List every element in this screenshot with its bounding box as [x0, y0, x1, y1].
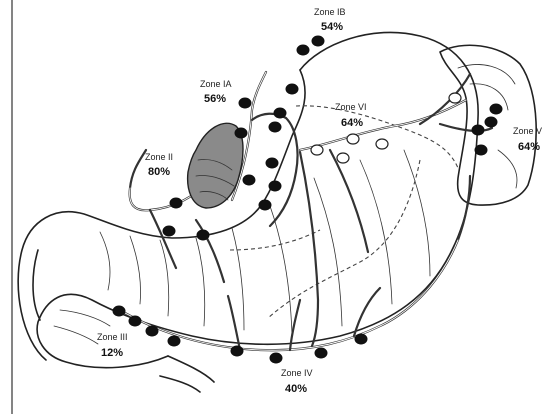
zone-ib-name: Zone IB — [314, 7, 346, 17]
zone-vi-name: Zone VI — [335, 102, 367, 112]
lymph-node-solid — [475, 145, 487, 155]
lymph-node-solid — [270, 353, 282, 363]
zone-ib-percent: 54% — [321, 21, 343, 33]
lymph-node-solid — [312, 36, 324, 46]
zone-labels: Zone IB 54% Zone IA 56% Zone VI 64% Zone… — [97, 7, 542, 395]
lymph-node-solid — [113, 306, 125, 316]
lymph-node-solid — [297, 45, 309, 55]
zone-vi-percent: 64% — [341, 117, 363, 129]
lymph-node-open — [376, 139, 388, 149]
lymph-node-solid — [269, 122, 281, 132]
lymph-node-solid — [168, 336, 180, 346]
lymph-node-solid — [129, 316, 141, 326]
zone-v-percent: 64% — [518, 141, 540, 153]
lymph-node-solid — [239, 98, 251, 108]
lymph-node-solid — [286, 84, 298, 94]
lymph-node-solid — [163, 226, 175, 236]
zone-ia-percent: 56% — [204, 93, 226, 105]
lymph-node-solid — [146, 326, 158, 336]
lymph-node-solid — [197, 230, 209, 240]
lymph-node-solid — [231, 346, 243, 356]
lymph-node-solid — [235, 128, 247, 138]
lymph-node-solid — [274, 108, 286, 118]
zone-ii-name: Zone II — [145, 152, 173, 162]
zone-iv-percent: 40% — [285, 383, 307, 395]
lymph-node-solid — [170, 198, 182, 208]
lymph-node-solid — [485, 117, 497, 127]
lymph-node-solid — [269, 181, 281, 191]
lymph-node-solid — [243, 175, 255, 185]
lymph-node-solid — [315, 348, 327, 358]
lymph-node-solid — [472, 125, 484, 135]
lymph-node-open — [347, 134, 359, 144]
zone-iii-name: Zone III — [97, 332, 128, 342]
zone-ia-name: Zone IA — [200, 79, 232, 89]
vessels — [120, 72, 492, 350]
zone-ii-percent: 80% — [148, 166, 170, 178]
zone-v-name: Zone V — [513, 126, 542, 136]
lymph-node-open — [337, 153, 349, 163]
gastric-folds — [54, 150, 430, 344]
lymph-node-solid — [266, 158, 278, 168]
zone-iii-percent: 12% — [101, 347, 123, 359]
lymph-node-open — [449, 93, 461, 103]
lymph-node-open — [311, 145, 323, 155]
lymph-node-solid — [355, 334, 367, 344]
lymph-node-solid — [490, 104, 502, 114]
zone-iv-name: Zone IV — [281, 368, 313, 378]
lymph-node-solid — [259, 200, 271, 210]
